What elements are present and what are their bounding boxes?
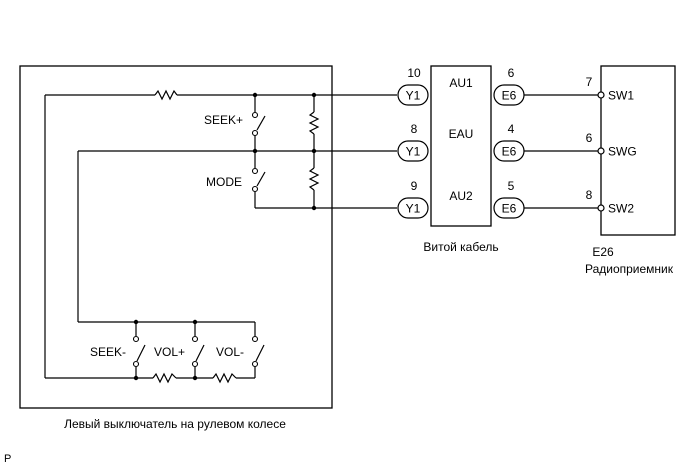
e6-connectors xyxy=(493,84,525,219)
y1-connector-eau: Y1 xyxy=(406,145,421,159)
spiral-cable-box xyxy=(430,65,492,227)
seek-minus-switch-blade xyxy=(136,344,146,362)
radio-terminal-sw2: SW2 xyxy=(608,202,634,216)
vol-plus-label: VOL+ xyxy=(154,345,185,359)
switch-unit-box xyxy=(19,65,333,409)
pin-y1-au2: 9 xyxy=(411,179,418,193)
resistor-top xyxy=(154,89,178,101)
vol-minus-switch-blade xyxy=(255,344,265,362)
y1-connector-au2: Y1 xyxy=(406,202,421,216)
e6-connector-au2: E6 xyxy=(502,202,517,216)
radio-code: E26 xyxy=(592,245,614,259)
terminal-eau: EAU xyxy=(449,127,474,141)
pin-y1-eau: 8 xyxy=(411,122,418,136)
seek-plus-switch-blade xyxy=(256,115,266,131)
pin-e6-eau: 4 xyxy=(508,122,515,136)
e6-connector-eau: E6 xyxy=(502,145,517,159)
vol-minus-label: VOL- xyxy=(216,345,244,359)
switch-unit-title: Левый выключатель на рулевом колесе xyxy=(64,417,286,431)
y1-connectors xyxy=(397,84,429,219)
terminal-au1: AU1 xyxy=(449,76,473,90)
radio-title: Радиоприемник xyxy=(585,262,674,276)
pin-y1-au1: 10 xyxy=(407,66,421,80)
pin-e6-au2: 5 xyxy=(508,179,515,193)
vol-plus-switch-blade xyxy=(195,344,205,362)
seek-plus-label: SEEK+ xyxy=(204,113,243,127)
footer-mark: P xyxy=(4,453,11,465)
radio-terminal-sw1: SW1 xyxy=(608,89,634,103)
resistor-r1 xyxy=(308,111,320,135)
e6-connector-au1: E6 xyxy=(502,89,517,103)
mode-label: MODE xyxy=(206,175,242,189)
resistor-r3 xyxy=(152,372,177,384)
terminal-au2: AU2 xyxy=(449,189,473,203)
e6-to-radio-wires xyxy=(524,91,605,212)
resistor-r4 xyxy=(212,372,237,384)
mode-switch-blade xyxy=(256,171,266,187)
seek-minus-label: SEEK- xyxy=(90,345,126,359)
pin-e6-au1: 6 xyxy=(508,66,515,80)
pin-radio-sw1: 7 xyxy=(586,75,593,89)
resistor-r2 xyxy=(308,167,320,191)
pin-radio-swg: 6 xyxy=(586,131,593,145)
pin-radio-sw2: 8 xyxy=(586,188,593,202)
switch-unit-wiring xyxy=(44,89,397,384)
radio-terminal-swg: SWG xyxy=(608,145,637,159)
spiral-cable-title: Витой кабель xyxy=(423,240,498,254)
y1-connector-au1: Y1 xyxy=(406,89,421,103)
